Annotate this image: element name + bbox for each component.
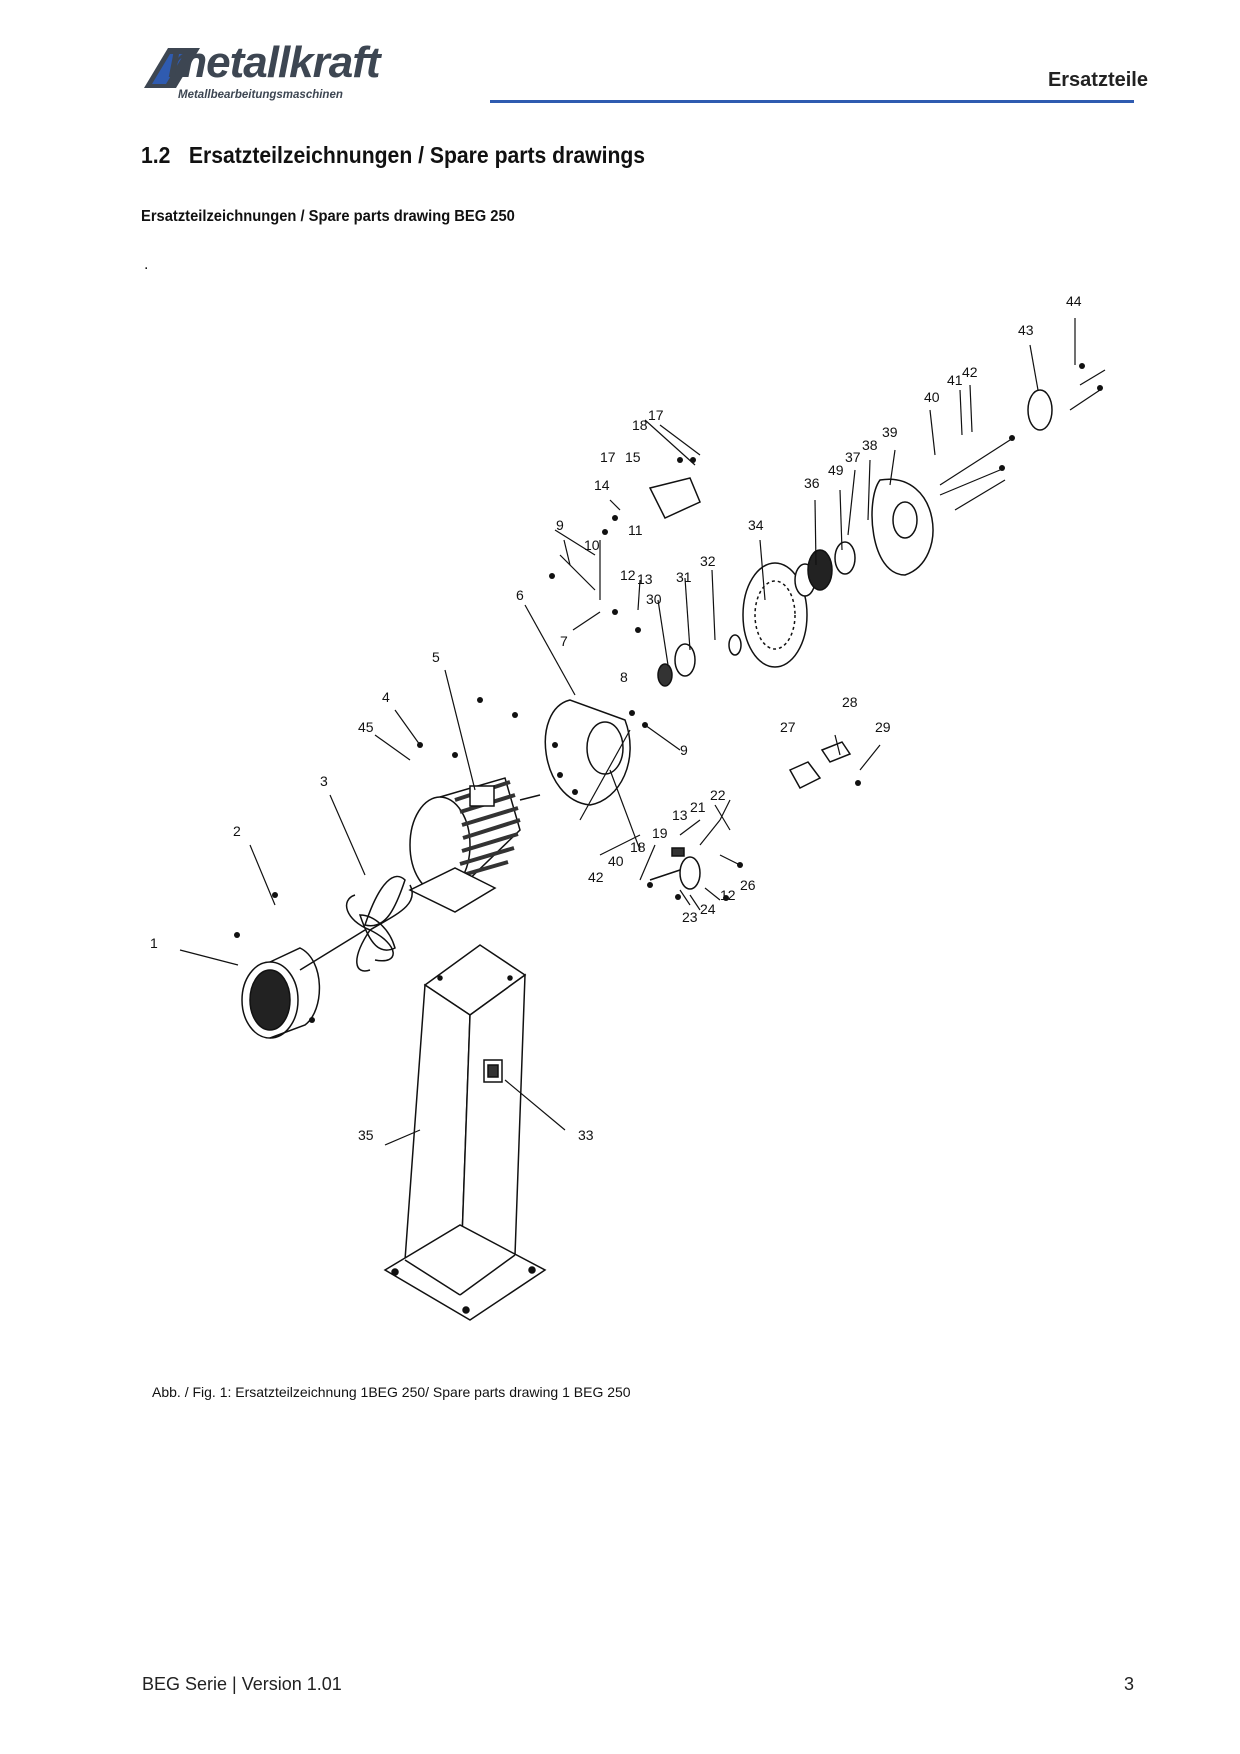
header-rule <box>490 100 1134 103</box>
callout-9b: 9 <box>680 742 688 758</box>
callout-4: 4 <box>382 689 390 705</box>
callout-30: 30 <box>646 591 662 607</box>
callout-41: 41 <box>947 372 963 388</box>
callout-36: 36 <box>804 475 820 491</box>
wheel-guard <box>544 699 631 806</box>
callout-11: 11 <box>628 522 643 538</box>
callout-44: 44 <box>1066 293 1082 309</box>
callout-12b: 12 <box>720 887 736 903</box>
callout-5: 5 <box>432 649 440 665</box>
callout-29: 29 <box>875 719 891 735</box>
callout-31: 31 <box>676 569 692 585</box>
callout-18b: 18 <box>630 839 646 855</box>
callout-19: 19 <box>652 825 668 841</box>
stray-mark: . <box>144 256 149 273</box>
callout-10: 10 <box>584 537 600 553</box>
callout-6: 6 <box>516 587 524 603</box>
logo-subtitle: Metallbearbeitungsmaschinen <box>178 89 343 101</box>
callout-42b: 42 <box>588 869 604 885</box>
callout-21: 21 <box>690 799 706 815</box>
logo-wordmark: metallkraft <box>168 38 381 87</box>
callout-9: 9 <box>556 517 564 533</box>
section-number: 1.2 <box>141 142 171 168</box>
fan <box>345 875 413 972</box>
callout-1: 1 <box>150 935 158 951</box>
callout-13b: 13 <box>672 807 688 823</box>
callout-42: 42 <box>962 364 978 380</box>
callout-39: 39 <box>882 424 898 440</box>
callout-8: 8 <box>620 669 628 685</box>
callout-12: 12 <box>620 567 636 583</box>
metallkraft-logo <box>144 48 200 88</box>
pedestal-stand <box>383 944 547 1321</box>
callout-13: 13 <box>637 571 653 587</box>
callout-17b: 17 <box>648 407 664 423</box>
page-number: 3 <box>1123 1674 1134 1694</box>
callout-40b: 40 <box>608 853 624 869</box>
callout-7: 7 <box>560 633 568 649</box>
callout-26: 26 <box>740 877 756 893</box>
drawing-subheading: Ersatzteilzeichnungen / Spare parts draw… <box>141 208 515 225</box>
figure-caption: Abb. / Fig. 1: Ersatzteilzeichnung 1BEG … <box>152 1384 631 1400</box>
callout-32: 32 <box>700 553 716 569</box>
callout-43: 43 <box>1018 322 1034 338</box>
section-heading: 1.2 Ersatzteilzeichnungen / Spare parts d… <box>141 142 645 169</box>
callout-45: 45 <box>358 719 374 735</box>
callout-24: 24 <box>700 901 716 917</box>
callout-33: 33 <box>578 1127 594 1143</box>
footer-version: BEG Serie | Version 1.01 <box>142 1674 342 1694</box>
callout-18: 18 <box>632 417 648 433</box>
grinding-wheel <box>742 562 808 668</box>
callout-27: 27 <box>780 719 796 735</box>
callout-28: 28 <box>842 694 858 710</box>
header-title: Ersatzteile <box>1047 69 1148 91</box>
callout-34: 34 <box>748 517 764 533</box>
callout-22: 22 <box>710 787 726 803</box>
callout-23: 23 <box>682 909 698 925</box>
callout-15: 15 <box>625 449 641 465</box>
callout-35: 35 <box>358 1127 374 1143</box>
section-title: Ersatzteilzeichnungen / Spare parts draw… <box>188 142 646 168</box>
motor <box>408 777 541 913</box>
callout-38: 38 <box>862 437 878 453</box>
callout-14: 14 <box>594 477 610 493</box>
callout-40: 40 <box>924 389 940 405</box>
guard-cover <box>241 947 321 1039</box>
callout-17: 17 <box>600 449 616 465</box>
callout-37: 37 <box>845 449 861 465</box>
callout-49: 49 <box>828 462 844 478</box>
callout-2: 2 <box>233 823 241 839</box>
callout-3: 3 <box>320 773 328 789</box>
